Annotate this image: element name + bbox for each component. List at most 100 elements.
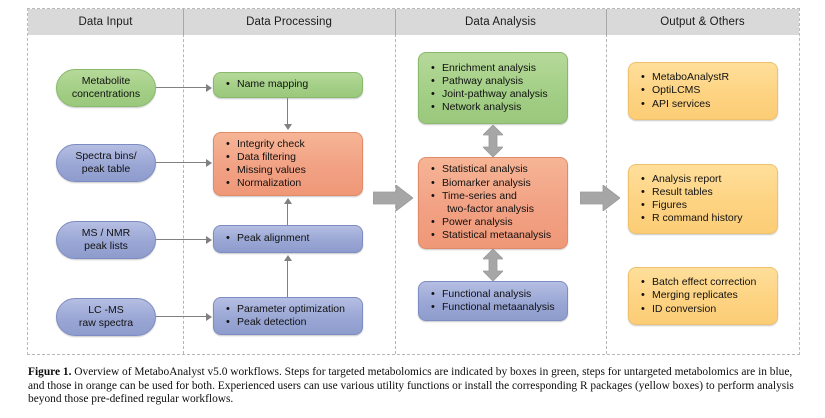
bullet-dot-icon: •: [641, 97, 645, 110]
column-divider-1: [183, 9, 184, 354]
analysis-enrichment-item-2: Pathway analysis: [442, 74, 524, 87]
output-box-utility[interactable]: • Batch effect correction • Merging repl…: [628, 267, 778, 325]
output-box-reports[interactable]: • Analysis report • Result tables • Figu…: [628, 164, 778, 234]
analysis-statistical-item-1: Statistical analysis: [442, 163, 528, 176]
bullet-dot-icon: •: [641, 289, 645, 302]
bullet-row: • Normalization: [226, 177, 362, 190]
bullet-dot-icon: •: [431, 101, 435, 114]
connector-msnmr-to-peak-alignment: [156, 239, 206, 241]
bullet-dot-icon: •: [226, 164, 230, 176]
bullet-row: • Data filtering: [226, 151, 362, 164]
bullet-row: • Biomarker analysis: [431, 177, 567, 190]
bullet-row: • Functional metaanalysis: [431, 301, 567, 314]
bullet-dot-icon: •: [226, 302, 230, 315]
bullet-row: • OptiLCMS: [641, 84, 777, 97]
column-header-data-analysis: Data Analysis: [465, 16, 536, 28]
analysis-statistical-item-2: Biomarker analysis: [442, 176, 531, 189]
processing-name-mapping-item-1: Name mapping: [237, 78, 309, 91]
bullet-dot-icon: •: [641, 199, 645, 211]
analysis-statistical-item-3: Time-series and: [442, 189, 517, 202]
bullet-row: • Peak alignment: [226, 232, 362, 245]
analysis-functional-item-2: Functional metaanalysis: [442, 301, 555, 313]
connector-peak-alignment-to-integrity: [287, 204, 289, 225]
bullet-dot-icon: •: [431, 216, 435, 229]
column-divider-3: [606, 9, 607, 354]
input-lcms-line-1: LC -MS: [88, 303, 124, 316]
analysis-box-functional[interactable]: • Functional analysis • Functional metaa…: [418, 281, 568, 321]
bullet-dot-icon: •: [226, 137, 230, 150]
bullet-dot-icon: •: [431, 189, 435, 202]
processing-integrity-item-2: Data filtering: [237, 150, 296, 163]
bullet-dot-icon: •: [641, 172, 645, 185]
output-utility-item-2: Merging replicates: [652, 289, 738, 302]
bullet-row: • API services: [641, 98, 777, 111]
processing-box-name-mapping[interactable]: • Name mapping: [213, 72, 363, 98]
block-arrow-processing-to-analysis: [373, 185, 413, 211]
column-divider-2-head: [395, 9, 396, 35]
output-reports-item-4: R command history: [652, 212, 743, 225]
bullet-row: • Pathway analysis: [431, 75, 567, 88]
analysis-box-enrichment[interactable]: • Enrichment analysis • Pathway analysis…: [418, 52, 568, 124]
bullet-dot-icon: •: [431, 61, 435, 74]
output-tools-item-3: API services: [652, 97, 711, 110]
processing-box-parameter-optimization[interactable]: • Parameter optimization • Peak detectio…: [213, 297, 363, 335]
input-spectra-line-1: Spectra bins/: [75, 149, 137, 162]
column-header-data-input: Data Input: [78, 16, 133, 28]
bullet-dot-icon: •: [226, 150, 230, 163]
bullet-row: • Functional analysis: [431, 288, 567, 301]
input-metabolite-line-2: concentrations: [71, 88, 141, 100]
input-box-ms-nmr-peak-lists[interactable]: MS / NMR peak lists: [56, 221, 156, 259]
bullet-dot-icon: •: [431, 176, 435, 189]
input-spectra-line-2: peak table: [81, 163, 131, 175]
bullet-row: • Result tables: [641, 186, 777, 199]
connector-lcms-to-parameter-optimization: [156, 316, 206, 318]
processing-box-peak-alignment[interactable]: • Peak alignment: [213, 225, 363, 253]
bullet-row: • Statistical metaanalysis: [431, 229, 567, 242]
input-msnmr-line-1: MS / NMR: [81, 226, 131, 239]
bullet-row: • Batch effect correction: [641, 276, 777, 289]
arrowhead-icon: [206, 83, 212, 92]
bullet-row: • R command history: [641, 212, 777, 225]
bullet-row: • ID conversion: [641, 303, 777, 316]
output-utility-item-3: ID conversion: [652, 302, 717, 315]
bullet-dot-icon: •: [641, 212, 645, 225]
figure-frame: Data Input Data Processing Data Analysis…: [27, 8, 800, 355]
bullet-row: • Peak detection: [226, 316, 362, 329]
block-arrow-analysis-to-output: [580, 185, 620, 211]
analysis-statistical-item-6: Statistical metaanalysis: [442, 229, 552, 242]
analysis-statistical-item-4: two-factor analysis: [447, 203, 534, 215]
bullet-row: • Joint-pathway analysis: [431, 88, 567, 101]
bullet-dot-icon: •: [226, 316, 230, 328]
bullet-row: • Figures: [641, 199, 777, 212]
processing-peak-alignment-item-1: Peak alignment: [237, 232, 310, 245]
bullet-dot-icon: •: [641, 71, 645, 84]
input-box-lcms-raw-spectra[interactable]: LC -MS raw spectra: [56, 298, 156, 336]
input-box-metabolite-concentrations[interactable]: Metabolite concentrations: [56, 69, 156, 107]
processing-box-integrity-check[interactable]: • Integrity check • Data filtering • Mis…: [213, 132, 363, 196]
output-box-tools[interactable]: • MetaboAnalystR • OptiLCMS • API servic…: [628, 62, 778, 120]
bullet-dot-icon: [431, 203, 442, 216]
analysis-box-statistical[interactable]: • Statistical analysis • Biomarker analy…: [418, 157, 568, 249]
column-header-band: [28, 9, 799, 35]
connector-spectra-to-integrity: [156, 162, 206, 164]
bullet-dot-icon: •: [226, 177, 230, 190]
output-tools-item-2: OptiLCMS: [652, 84, 701, 97]
column-header-data-processing: Data Processing: [246, 16, 332, 28]
input-metabolite-line-1: Metabolite: [81, 74, 131, 87]
arrowhead-icon: [283, 198, 292, 204]
output-tools-item-1: MetaboAnalystR: [652, 71, 730, 84]
bullet-row: • Enrichment analysis: [431, 62, 567, 75]
bullet-row: • Analysis report: [641, 173, 777, 186]
arrowhead-icon: [206, 312, 212, 321]
output-reports-item-2: Result tables: [652, 185, 713, 198]
figure-caption-text: Overview of MetaboAnalyst v5.0 workflows…: [28, 366, 794, 406]
bullet-dot-icon: •: [641, 276, 645, 289]
analysis-functional-item-1: Functional analysis: [442, 287, 532, 300]
column-divider-2: [395, 9, 396, 354]
connector-parameter-optimization-to-peak-alignment: [287, 261, 289, 297]
bullet-row: two-factor analysis: [431, 203, 567, 216]
input-box-spectra-bins-peak-table[interactable]: Spectra bins/ peak table: [56, 144, 156, 182]
connector-metabolite-to-name-mapping: [156, 87, 206, 89]
bullet-dot-icon: •: [431, 287, 435, 300]
